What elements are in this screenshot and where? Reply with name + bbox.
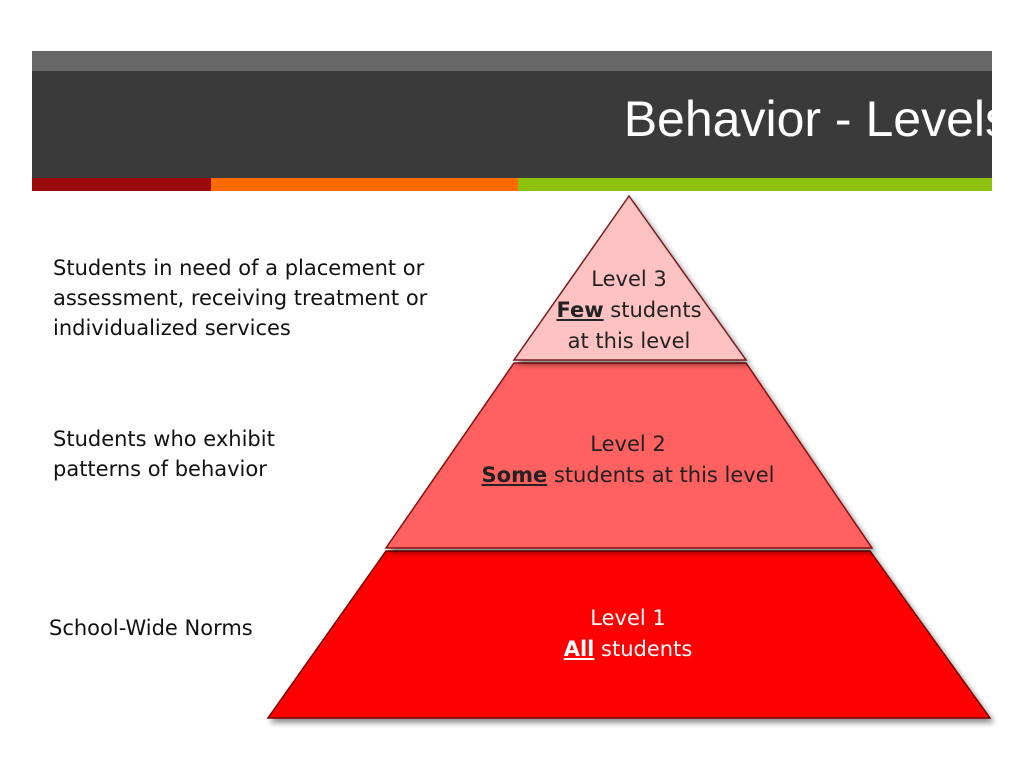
slide-title: Behavior - Levels	[623, 91, 1010, 147]
level3-emphasis: Few	[556, 298, 604, 322]
level3-rest2: at this level	[567, 329, 691, 353]
title-bar-top-strip	[32, 51, 992, 71]
level2-description: Students who exhibit patterns of behavio…	[53, 427, 275, 481]
level3-line: Few students	[520, 295, 738, 326]
level3-name: Level 3	[591, 267, 667, 291]
level3-rest1: students	[603, 298, 702, 322]
accent-bar-orange	[211, 178, 518, 191]
level1-rest1: students	[594, 637, 693, 661]
level1-line: All students	[480, 634, 776, 665]
level2-emphasis: Some	[481, 463, 548, 487]
level3-label: Level 3 Few students at this level	[520, 264, 738, 357]
level2-label: Level 2 Some students at this level	[430, 429, 826, 491]
pyramid-tier-level1	[266, 550, 992, 719]
pyramid-tier-level2	[384, 362, 874, 549]
level2-name: Level 2	[590, 432, 666, 456]
level1-emphasis: All	[563, 637, 595, 661]
title-bar	[32, 51, 992, 178]
level1-label: Level 1 All students	[480, 603, 776, 665]
accent-bar-green	[518, 178, 992, 191]
level1-description: School-Wide Norms	[49, 616, 253, 640]
pyramid-tier-level3	[512, 194, 748, 361]
level2-rest1: students at this level	[547, 463, 775, 487]
accent-bar-red	[32, 178, 211, 191]
level1-name: Level 1	[590, 606, 666, 630]
level3-description: Students in need of a placement or asses…	[53, 256, 428, 340]
level2-line: Some students at this level	[430, 460, 826, 491]
